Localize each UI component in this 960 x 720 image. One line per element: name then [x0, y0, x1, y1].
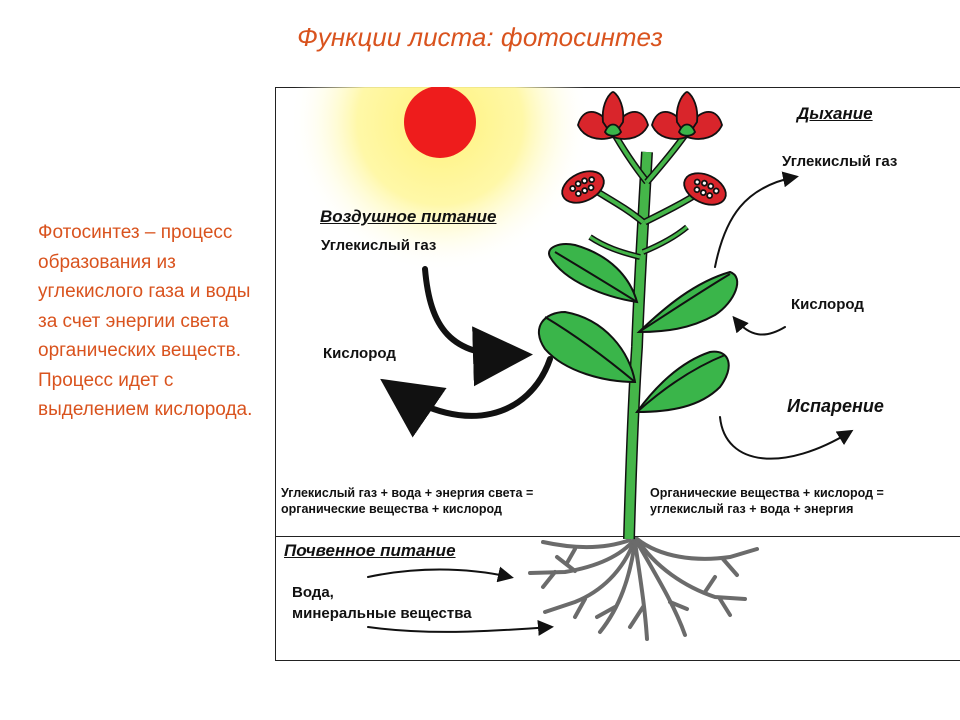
water-intake-arrow	[367, 566, 514, 583]
minerals-intake-arrow	[367, 619, 554, 636]
respiration-co2-label: Углекислый газ	[782, 153, 898, 170]
roots-icon	[528, 537, 759, 641]
air-nutrition-heading: Воздушное питание	[320, 207, 497, 226]
photosynthesis-equation-line2: органические вещества + кислород	[281, 502, 502, 516]
evaporation-heading: Испарение	[787, 396, 884, 416]
soil-divider-line	[275, 536, 960, 537]
air-oxygen-label: Кислород	[323, 345, 396, 362]
page-title: Функции листа: фотосинтез	[297, 22, 663, 52]
flowers-icon	[561, 91, 727, 206]
soil-nutrition-heading: Почвенное питание	[284, 541, 456, 560]
photosynthesis-equation: Углекислый газ + вода + энергия света = …	[281, 485, 533, 517]
respiration-oxygen-label: Кислород	[791, 296, 864, 313]
co2-intake-arrow	[422, 266, 533, 387]
photosynthesis-description: Фотосинтез – процесс образования из угле…	[38, 222, 253, 420]
respiration-equation: Органические вещества + кислород = углек…	[650, 485, 884, 517]
evaporation-arrow	[719, 416, 854, 460]
air-co2-label: Углекислый газ	[321, 237, 437, 254]
soil-minerals-label: минеральные вещества	[292, 605, 472, 622]
photosynthesis-equation-line1: Углекислый газ + вода + энергия света =	[281, 486, 534, 500]
respiration-equation-line1: Органические вещества + кислород =	[650, 486, 884, 500]
leaves-icon	[538, 243, 739, 414]
plant-illustration	[290, 87, 854, 641]
respiration-equation-line2: углекислый газ + вода + энергия	[650, 502, 854, 516]
respiration-co2-arrow	[714, 171, 799, 268]
sun-icon	[290, 87, 590, 272]
respiration-o2-arrow	[732, 315, 786, 336]
soil-water-label: Вода,	[292, 584, 334, 601]
arrows-icon	[367, 171, 854, 636]
oxygen-release-arrow	[380, 356, 553, 438]
respiration-heading: Дыхание	[797, 104, 873, 123]
